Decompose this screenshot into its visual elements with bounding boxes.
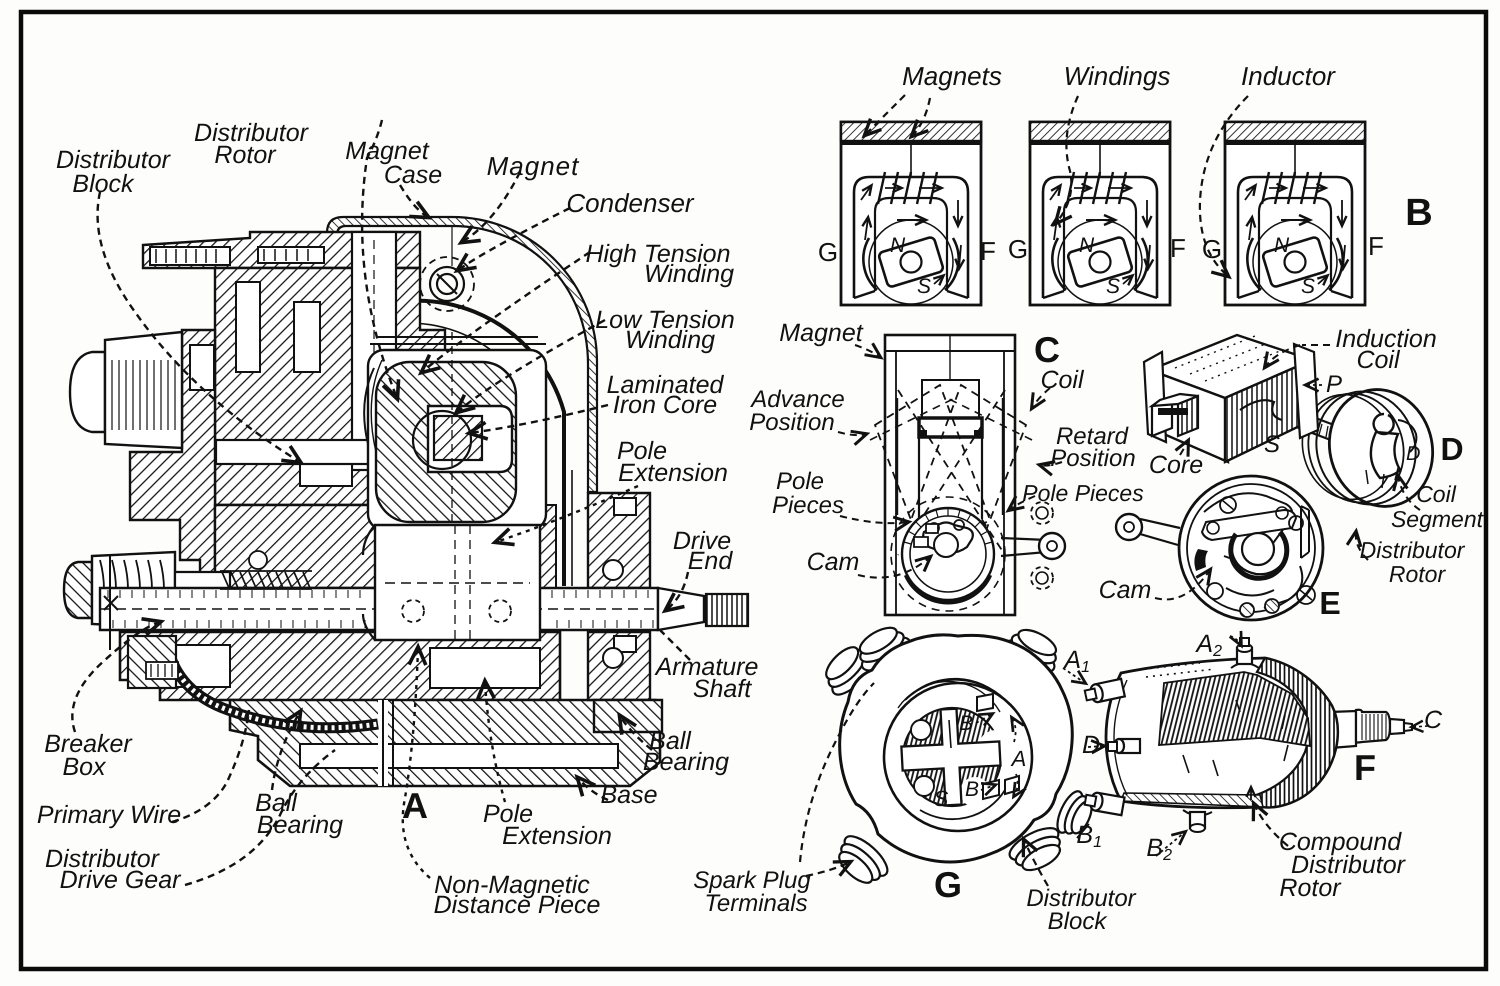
svg-text:Bearing: Bearing xyxy=(643,748,729,776)
svg-text:Armature: Armature xyxy=(654,653,759,681)
svg-text:Low Tension: Low Tension xyxy=(595,306,734,334)
svg-text:Coil: Coil xyxy=(1416,481,1457,507)
svg-text:D: D xyxy=(1082,731,1100,759)
svg-text:Distributor: Distributor xyxy=(1291,851,1407,879)
svg-text:Winding: Winding xyxy=(625,326,715,354)
svg-text:Ball: Ball xyxy=(649,727,692,755)
svg-text:B2: B2 xyxy=(1146,834,1172,864)
svg-text:Extension: Extension xyxy=(618,459,728,487)
svg-text:End: End xyxy=(688,547,734,575)
svg-text:Laminated: Laminated xyxy=(607,371,725,399)
svg-text:A: A xyxy=(1010,746,1027,771)
svg-text:Retard: Retard xyxy=(1056,423,1129,450)
svg-text:B: B xyxy=(1405,192,1432,234)
svg-text:B: B xyxy=(959,712,973,735)
svg-text:P: P xyxy=(1326,371,1342,398)
svg-text:Advance: Advance xyxy=(749,386,844,413)
svg-text:G: G xyxy=(818,237,838,267)
svg-text:Pole Pieces: Pole Pieces xyxy=(1022,480,1144,506)
svg-text:Breaker: Breaker xyxy=(44,730,133,758)
svg-text:Ball: Ball xyxy=(255,789,298,817)
svg-text:N: N xyxy=(890,234,906,257)
svg-text:E: E xyxy=(1319,585,1340,621)
svg-text:Rotor: Rotor xyxy=(214,141,277,169)
svg-text:Distributor: Distributor xyxy=(45,845,161,873)
svg-text:Condenser: Condenser xyxy=(566,188,695,218)
svg-text:D: D xyxy=(1440,431,1463,467)
svg-text:G: G xyxy=(1008,234,1028,264)
svg-text:High Tension: High Tension xyxy=(585,240,730,268)
svg-text:Position: Position xyxy=(749,409,834,436)
svg-text:S: S xyxy=(934,786,949,811)
svg-text:Pieces: Pieces xyxy=(772,492,844,519)
svg-text:Box: Box xyxy=(62,753,107,781)
svg-text:F: F xyxy=(980,236,996,266)
svg-text:C: C xyxy=(1424,706,1443,734)
svg-text:Distance Piece: Distance Piece xyxy=(434,891,601,919)
svg-text:C: C xyxy=(1034,329,1060,370)
svg-text:G: G xyxy=(1202,234,1222,264)
svg-text:Block: Block xyxy=(72,170,135,198)
svg-text:Induction: Induction xyxy=(1335,325,1436,353)
svg-text:B: B xyxy=(965,778,979,801)
svg-text:Extension: Extension xyxy=(502,822,612,850)
svg-text:G: G xyxy=(934,864,962,905)
svg-text:Bearing: Bearing xyxy=(257,811,343,839)
svg-text:Pole: Pole xyxy=(776,468,824,495)
svg-text:Block: Block xyxy=(1048,908,1109,935)
svg-text:Rotor: Rotor xyxy=(1279,874,1342,902)
svg-text:Drive: Drive xyxy=(673,527,731,555)
svg-text:S: S xyxy=(917,275,931,298)
svg-text:Drive Gear: Drive Gear xyxy=(60,866,183,894)
svg-text:Spark Plug: Spark Plug xyxy=(693,867,811,894)
svg-text:Terminals: Terminals xyxy=(704,890,807,917)
svg-text:Magnet: Magnet xyxy=(487,151,580,181)
svg-text:D: D xyxy=(1406,443,1420,465)
svg-text:Windings: Windings xyxy=(1064,61,1171,91)
svg-text:N: N xyxy=(1079,234,1095,257)
svg-text:Core: Core xyxy=(1149,451,1203,479)
svg-text:Shaft: Shaft xyxy=(693,675,752,703)
svg-text:Magnet: Magnet xyxy=(779,319,863,347)
svg-text:Magnet: Magnet xyxy=(345,137,429,165)
svg-text:F: F xyxy=(1170,233,1186,263)
svg-text:Cam: Cam xyxy=(1099,576,1152,604)
svg-text:Distributor: Distributor xyxy=(1360,537,1466,563)
svg-text:Segment: Segment xyxy=(1391,506,1485,532)
svg-text:Winding: Winding xyxy=(644,260,734,288)
svg-text:Inductor: Inductor xyxy=(1241,61,1336,91)
svg-text:F: F xyxy=(1354,747,1376,788)
svg-text:B1: B1 xyxy=(1076,821,1102,851)
svg-text:A: A xyxy=(402,785,428,826)
svg-text:Distributor: Distributor xyxy=(194,119,310,147)
svg-text:F: F xyxy=(1368,231,1384,261)
svg-text:Non-Magnetic: Non-Magnetic xyxy=(434,871,590,899)
svg-text:Distributor: Distributor xyxy=(1026,885,1136,912)
svg-text:Pole: Pole xyxy=(617,437,667,465)
svg-text:S: S xyxy=(1301,275,1315,298)
svg-text:Distributor: Distributor xyxy=(56,146,172,174)
svg-text:Rotor: Rotor xyxy=(1389,561,1447,587)
svg-text:Magnets: Magnets xyxy=(902,61,1002,91)
svg-text:N: N xyxy=(1274,234,1290,257)
svg-text:Primary Wire: Primary Wire xyxy=(37,801,181,829)
svg-text:Compound: Compound xyxy=(1279,828,1402,856)
svg-text:Coil: Coil xyxy=(1356,346,1401,374)
svg-text:Position: Position xyxy=(1050,445,1135,472)
svg-text:Cam: Cam xyxy=(807,548,860,576)
svg-text:Case: Case xyxy=(384,161,442,189)
svg-text:S: S xyxy=(1264,431,1280,458)
svg-text:S: S xyxy=(1106,275,1120,298)
svg-text:Base: Base xyxy=(601,781,658,809)
svg-text:Iron Core: Iron Core xyxy=(613,391,717,419)
svg-text:Pole: Pole xyxy=(483,800,533,828)
